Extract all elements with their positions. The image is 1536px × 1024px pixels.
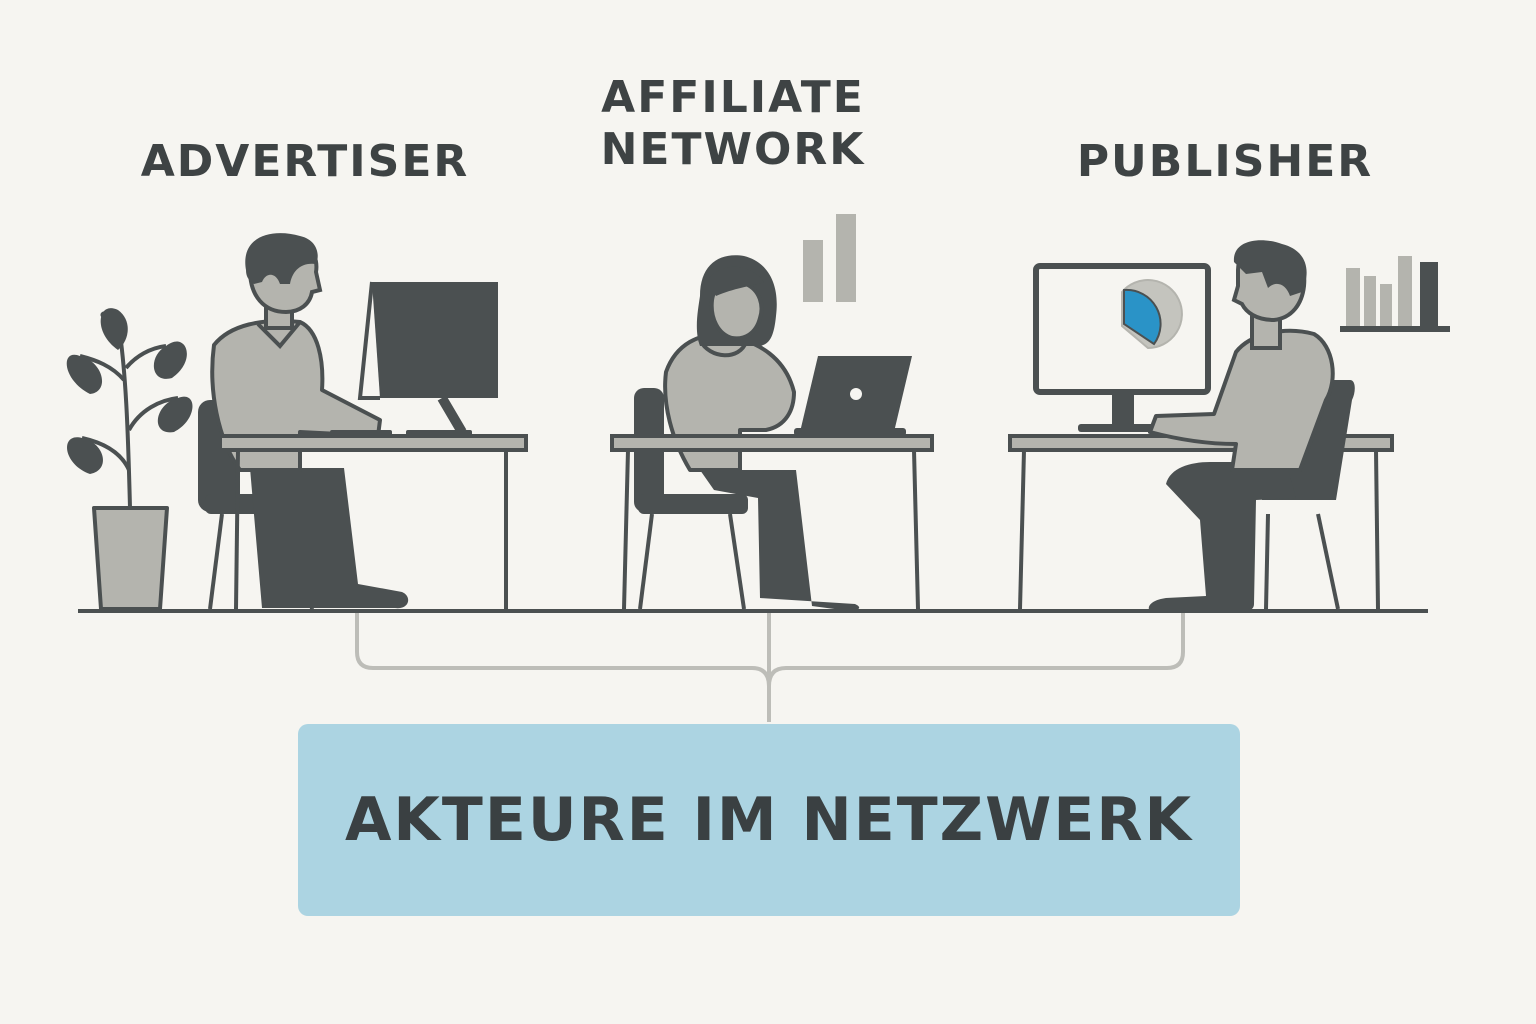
- summary-box-label: AKTEURE IM NETZWERK: [344, 785, 1194, 855]
- pie-chart-icon: [1121, 279, 1183, 350]
- label-publisher: PUBLISHER: [1076, 136, 1374, 187]
- plant-icon: [66, 308, 193, 611]
- monitor-icon: [330, 281, 498, 436]
- summary-box: AKTEURE IM NETZWERK: [298, 724, 1240, 916]
- bookshelf-icon: [1340, 256, 1450, 332]
- label-affiliate-network-line1: AFFILIATE: [601, 72, 865, 123]
- label-affiliate-network-line2: NETWORK: [600, 124, 866, 175]
- publisher-station: [1008, 240, 1450, 612]
- advertiser-station: [198, 233, 528, 610]
- connector-lines: [355, 612, 1185, 722]
- publisher-person: [1148, 240, 1335, 612]
- label-advertiser: ADVERTISER: [140, 136, 470, 187]
- advertiser-desk: [218, 434, 528, 610]
- network-desk: [610, 434, 934, 610]
- bar-chart-icon: [803, 214, 856, 302]
- label-affiliate-network: AFFILIATE NETWORK: [548, 72, 918, 176]
- laptop-icon: [794, 356, 912, 436]
- network-station: [610, 214, 934, 611]
